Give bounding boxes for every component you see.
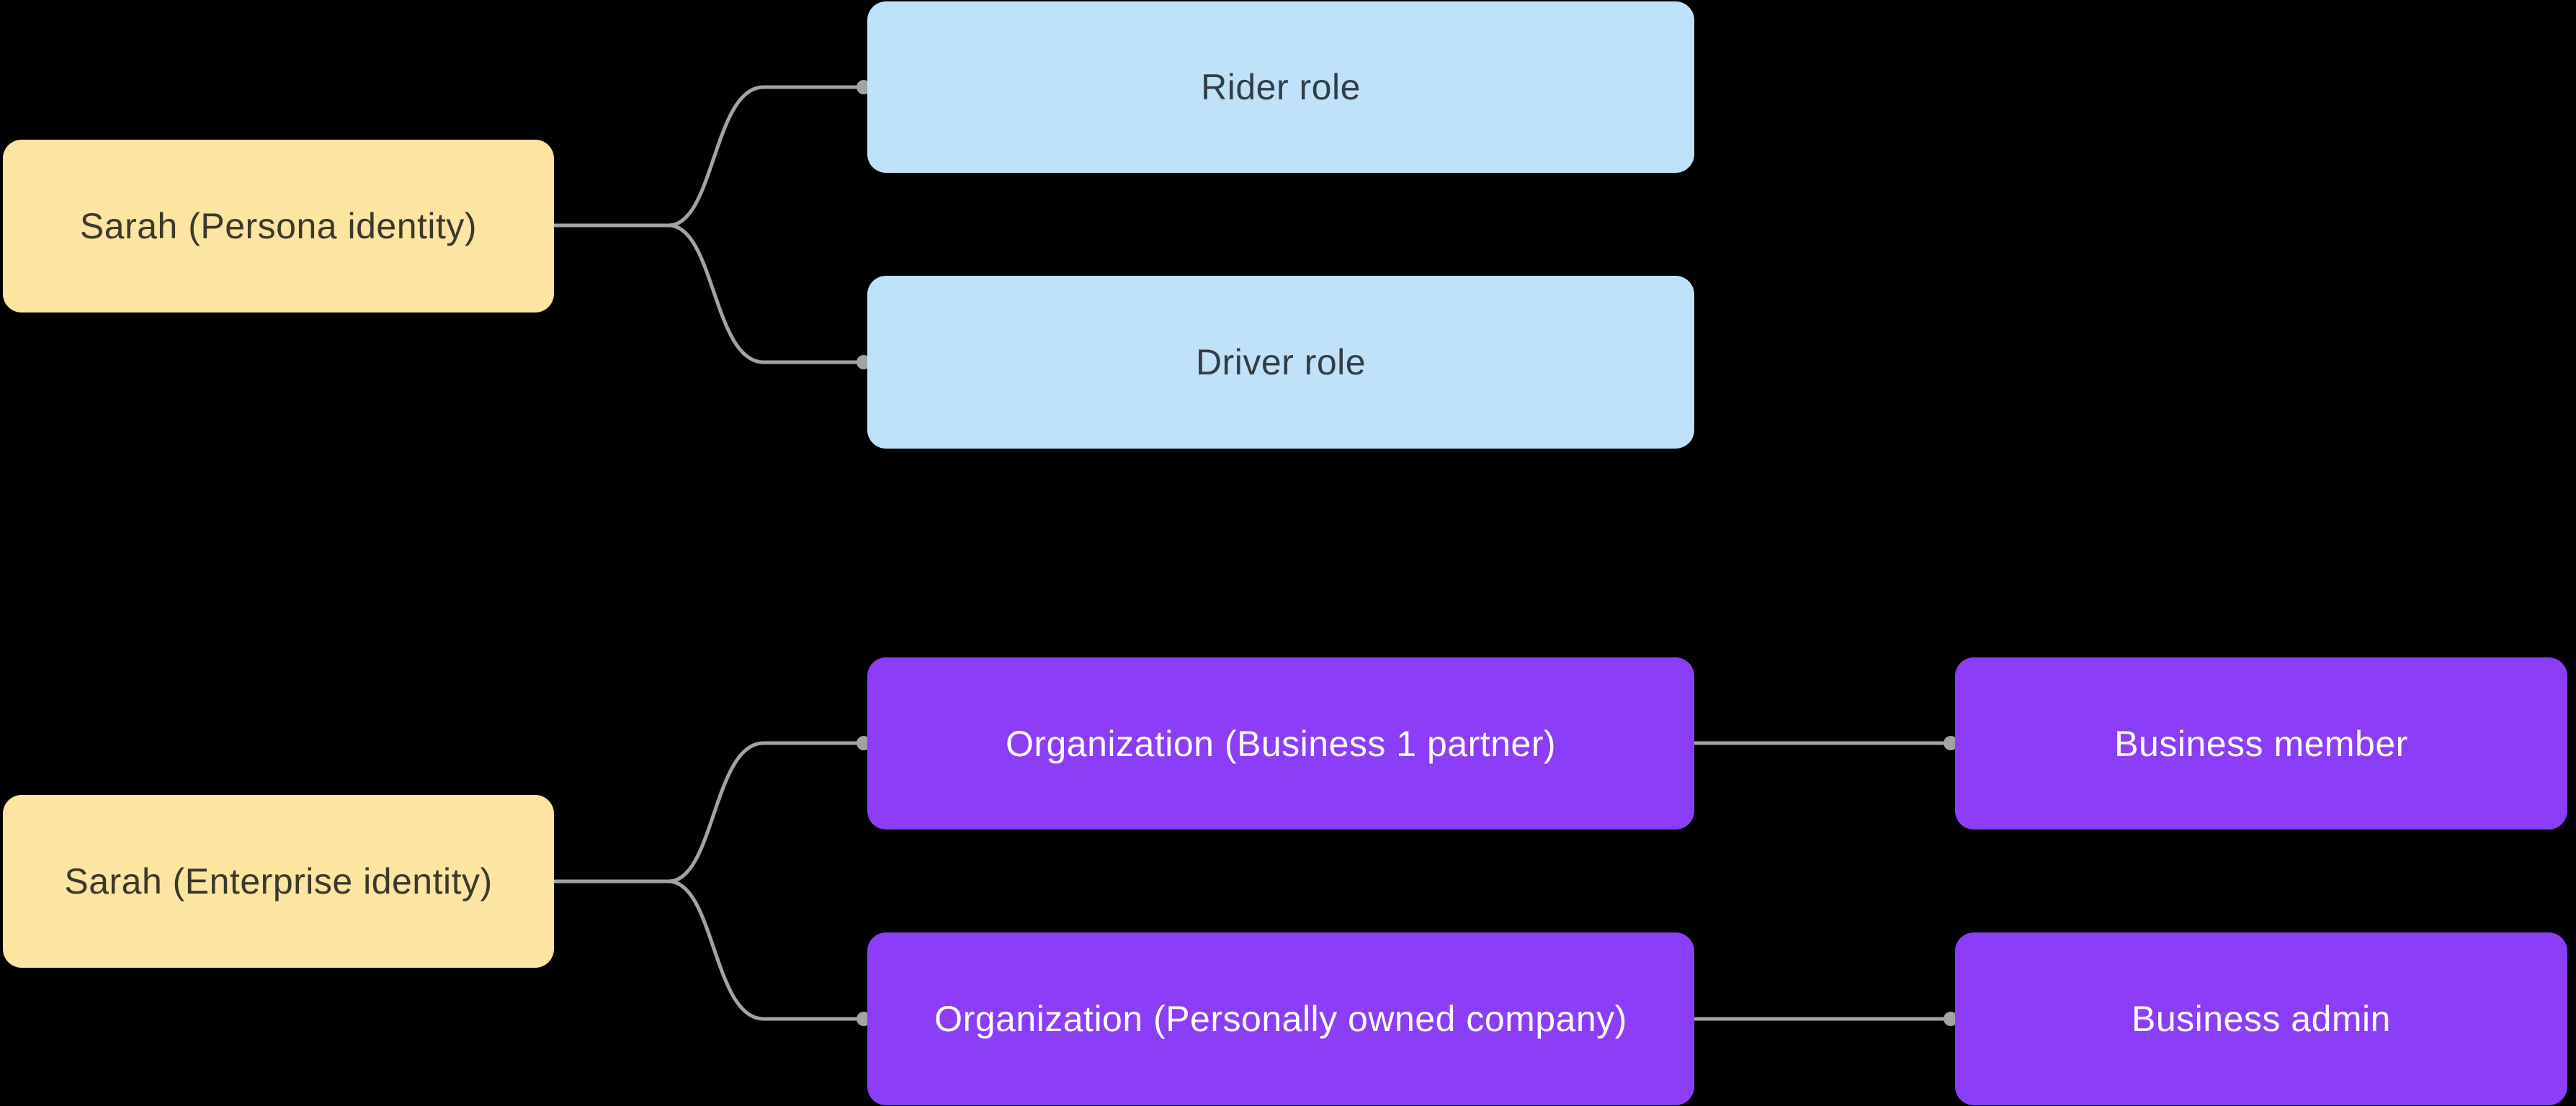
node-sarah-persona[interactable]: Sarah (Persona identity)	[3, 140, 554, 313]
edge-persona-to-driver[interactable]	[666, 223, 861, 364]
node-label: Driver role	[1195, 342, 1367, 382]
node-label: Organization (Personally owned company)	[934, 999, 1627, 1039]
node-label: Sarah (Enterprise identity)	[64, 861, 493, 902]
node-label: Business member	[2114, 723, 2408, 764]
node-sarah-enterprise[interactable]: Sarah (Enterprise identity)	[3, 795, 554, 968]
node-org-personally-owned[interactable]: Organization (Personally owned company)	[867, 932, 1694, 1105]
node-business-member[interactable]: Business member	[1955, 657, 2567, 830]
node-rider-role[interactable]: Rider role	[867, 1, 1694, 173]
node-business-admin[interactable]: Business admin	[1955, 932, 2567, 1105]
edge-enterprise-to-org1[interactable]	[666, 741, 861, 884]
node-org-business-1-partner[interactable]: Organization (Business 1 partner)	[867, 657, 1694, 830]
node-label: Business admin	[2132, 999, 2391, 1039]
node-label: Rider role	[1201, 67, 1361, 107]
node-label: Sarah (Persona identity)	[79, 206, 478, 246]
edge-persona-to-rider[interactable]	[666, 85, 861, 228]
connector-endpoint-dot	[1944, 736, 1958, 750]
connector-endpoint-dot	[1944, 1012, 1958, 1026]
node-driver-role[interactable]: Driver role	[867, 276, 1694, 449]
edge-enterprise-to-org2[interactable]	[666, 879, 861, 1021]
node-label: Organization (Business 1 partner)	[1005, 723, 1557, 764]
